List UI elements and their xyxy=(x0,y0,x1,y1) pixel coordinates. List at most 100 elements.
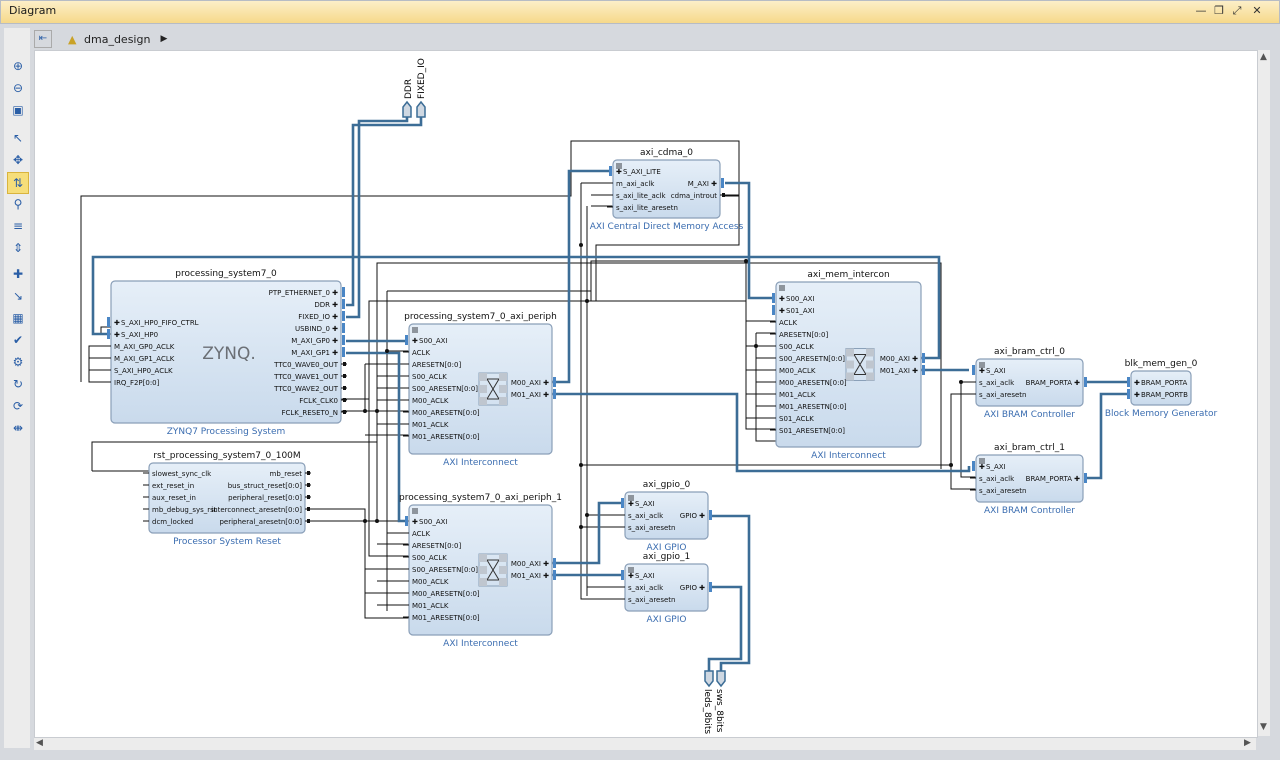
port-label: S_AXI_HP0 xyxy=(121,331,158,339)
bus-port-marker[interactable] xyxy=(709,510,712,520)
bus-port-marker[interactable] xyxy=(553,389,556,399)
scroll-up-icon[interactable]: ▲ xyxy=(1260,52,1267,62)
bus-port-marker[interactable] xyxy=(922,365,925,375)
bus-port-marker[interactable] xyxy=(342,323,345,333)
external-port-fixed-io[interactable]: FIXED_IO xyxy=(416,58,427,118)
autoconnect-icon[interactable]: ⇅ xyxy=(7,172,29,194)
validate-icon[interactable]: ✔ xyxy=(12,333,24,347)
bus-port-marker[interactable] xyxy=(405,516,408,526)
bus-port-marker[interactable] xyxy=(772,305,775,315)
expand-icon: ✚ xyxy=(114,319,120,327)
bus-port-marker[interactable] xyxy=(1084,473,1087,483)
block-body[interactable] xyxy=(1130,370,1192,406)
settings-icon[interactable]: ⚙ xyxy=(12,355,24,369)
restore-button[interactable]: ❐ xyxy=(1214,4,1224,17)
bus-port-marker[interactable] xyxy=(553,570,556,580)
pointer-icon[interactable]: ↘ xyxy=(12,289,24,303)
port-label: S00_ACLK xyxy=(779,343,814,351)
scroll-left-icon[interactable]: ◀ xyxy=(36,738,43,748)
search-icon[interactable]: ⚲ xyxy=(13,197,23,211)
bus-port-marker[interactable] xyxy=(922,353,925,363)
bus-port-marker[interactable] xyxy=(553,558,556,568)
pin-marker xyxy=(343,398,346,402)
design-name[interactable]: dma_design xyxy=(84,32,151,46)
bus-port-marker[interactable] xyxy=(1127,377,1130,387)
external-port-sws[interactable]: sws_8bits xyxy=(714,670,726,733)
memory-icon[interactable]: ▦ xyxy=(12,311,24,325)
bus-port-marker[interactable] xyxy=(342,347,345,357)
collapse-icon[interactable]: ⇤ xyxy=(34,30,52,48)
bus-port-marker[interactable] xyxy=(721,178,724,188)
crossbar-cell xyxy=(499,373,507,381)
zoom-fit-icon[interactable]: ▣ xyxy=(12,103,24,117)
block-body[interactable] xyxy=(110,280,342,424)
block-body[interactable] xyxy=(148,462,306,534)
bus-port-marker[interactable] xyxy=(609,166,612,176)
vertical-scrollbar[interactable]: ▲ ▼ xyxy=(1258,50,1270,736)
bus-port-marker[interactable] xyxy=(342,311,345,321)
bus-port-marker[interactable] xyxy=(972,461,975,471)
bus-port-marker[interactable] xyxy=(621,498,624,508)
move-icon[interactable]: ✥ xyxy=(12,153,24,167)
bus-port-marker[interactable] xyxy=(972,365,975,375)
scroll-down-icon[interactable]: ▼ xyxy=(1260,722,1267,732)
port-label: M_AXI_GP1 xyxy=(291,349,330,357)
bus-port-marker[interactable] xyxy=(405,335,408,345)
port-label: s_axi_aresetn xyxy=(628,524,675,532)
horizontal-scrollbar[interactable]: ◀ ▶ xyxy=(34,738,1256,750)
bus-port-marker[interactable] xyxy=(553,377,556,387)
port-label: USBIND_0 xyxy=(295,325,330,333)
route-icon[interactable]: ⇼ xyxy=(12,421,24,435)
bus-port-marker[interactable] xyxy=(1127,389,1130,399)
external-port-leds[interactable]: leds_8bits xyxy=(702,670,714,734)
bus-port-marker[interactable] xyxy=(709,582,712,592)
chevron-right-icon[interactable]: ▶ xyxy=(160,34,168,44)
bus-port-marker[interactable] xyxy=(107,329,110,339)
align-vertical-icon[interactable]: ⇕ xyxy=(12,241,24,255)
block-diagram[interactable]: DDR FIXED_IO leds_8bits sws_8bits proces… xyxy=(35,51,1257,737)
port-label: bus_struct_reset[0:0] xyxy=(228,482,303,490)
minimize-button[interactable]: — xyxy=(1195,4,1207,17)
bus-port-marker[interactable] xyxy=(342,299,345,309)
bus-port-marker[interactable] xyxy=(621,570,624,580)
block-body[interactable] xyxy=(612,159,721,219)
zoom-in-icon[interactable]: ⊕ xyxy=(12,59,24,73)
diagram-canvas[interactable]: DDR FIXED_IO leds_8bits sws_8bits proces… xyxy=(34,50,1258,738)
port-label: M00_ARESETN[0:0] xyxy=(412,590,480,598)
add-ip-icon[interactable]: ✚ xyxy=(12,267,24,281)
bus-port-marker[interactable] xyxy=(342,287,345,297)
bus-port-marker[interactable] xyxy=(1084,377,1087,387)
refresh-icon[interactable]: ⟳ xyxy=(12,399,24,413)
port-label: M01_ACLK xyxy=(412,421,449,429)
zoom-out-icon[interactable]: ⊖ xyxy=(12,81,24,95)
port-label: M01_AXI xyxy=(511,572,541,580)
bus-port-marker[interactable] xyxy=(342,335,345,345)
bus-port-marker[interactable] xyxy=(107,317,110,327)
select-icon[interactable]: ↖ xyxy=(12,131,24,145)
port-label: TTC0_WAVE1_OUT xyxy=(273,373,339,381)
external-port-ddr[interactable]: DDR xyxy=(402,79,414,118)
crossbar-cell xyxy=(479,554,487,562)
port-label: peripheral_reset[0:0] xyxy=(228,494,302,502)
align-horizontal-icon[interactable]: ≡ xyxy=(12,219,24,233)
close-button[interactable]: ✕ xyxy=(1252,4,1262,17)
expand-icon: ✚ xyxy=(543,560,549,568)
maximize-button[interactable]: ⤢ xyxy=(1232,4,1242,17)
crossbar-cell xyxy=(499,554,507,562)
expand-icon: ✚ xyxy=(628,500,634,508)
regenerate-icon[interactable]: ↻ xyxy=(12,377,24,391)
scroll-right-icon[interactable]: ▶ xyxy=(1244,738,1251,748)
bus-port-marker[interactable] xyxy=(772,293,775,303)
port-label: S01_AXI xyxy=(786,307,815,315)
